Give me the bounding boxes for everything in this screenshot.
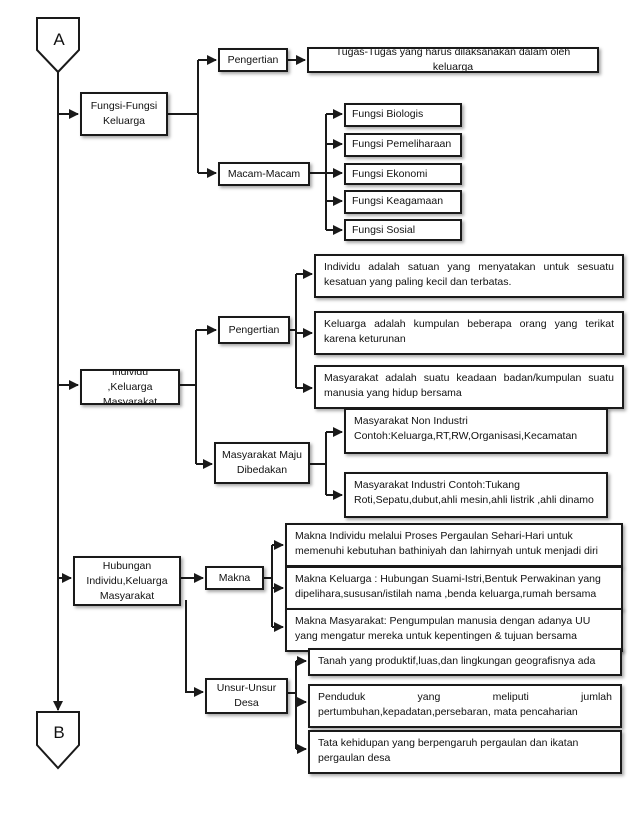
unsur-desa-box: Unsur-Unsur Desa [205, 678, 288, 714]
masyarakat-non-industri-box: Masyarakat Non Industri Contoh:Keluarga,… [344, 408, 608, 454]
individu-pengertian-box: Pengertian [218, 316, 290, 344]
connector-b-shape [36, 711, 80, 770]
fungsi-definisi-box: Tugas-Tugas yang harus dilaksanakan dala… [307, 47, 599, 73]
connector-a-label: A [53, 30, 65, 49]
makna-keluarga-box: Makna Keluarga : Hubungan Suami-Istri,Be… [285, 566, 623, 610]
individu-keluarga-box: Individu ,Keluarga Masyarakat [80, 369, 180, 405]
masyarakat-dibedakan-box: Masyarakat Maju Dibedakan [214, 442, 310, 484]
unsur-tata-kehidupan-box: Tata kehidupan yang berpengaruh pergaula… [308, 730, 622, 774]
makna-masyarakat-box: Makna Masyarakat: Pengumpulan manusia de… [285, 608, 623, 652]
unsur-tanah-box: Tanah yang produktif,luas,dan lingkungan… [308, 648, 622, 676]
definisi-masyarakat-box: Masyarakat adalah suatu keadaan badan/ku… [314, 365, 624, 409]
fungsi-item: Fungsi Biologis [344, 103, 462, 127]
connector-a-shape [36, 17, 80, 74]
connector-b-label: B [53, 723, 65, 742]
hubungan-box: Hubungan Individu,Keluarga Masyarakat [73, 556, 181, 606]
definisi-keluarga-box: Keluarga adalah kumpulan beberapa orang … [314, 311, 624, 355]
unsur-penduduk-box: Penduduk yang meliputi jumlah pertumbuha… [308, 684, 622, 728]
makna-box: Makna [205, 566, 264, 590]
fungsi-macam-box: Macam-Macam [218, 162, 310, 186]
fungsi-item: Fungsi Sosial [344, 219, 462, 241]
fungsi-item: Fungsi Pemeliharaan [344, 133, 462, 157]
masyarakat-industri-box: Masyarakat Industri Contoh:Tukang Roti,S… [344, 472, 608, 518]
makna-individu-box: Makna Individu melalui Proses Pergaulan … [285, 523, 623, 567]
fungsi-item: Fungsi Keagamaan [344, 190, 462, 214]
fungsi-keluarga-box: Fungsi-Fungsi Keluarga [80, 92, 168, 136]
fungsi-pengertian-box: Pengertian [218, 48, 288, 72]
fungsi-item: Fungsi Ekonomi [344, 163, 462, 185]
definisi-individu-box: Individu adalah satuan yang menyatakan u… [314, 254, 624, 298]
